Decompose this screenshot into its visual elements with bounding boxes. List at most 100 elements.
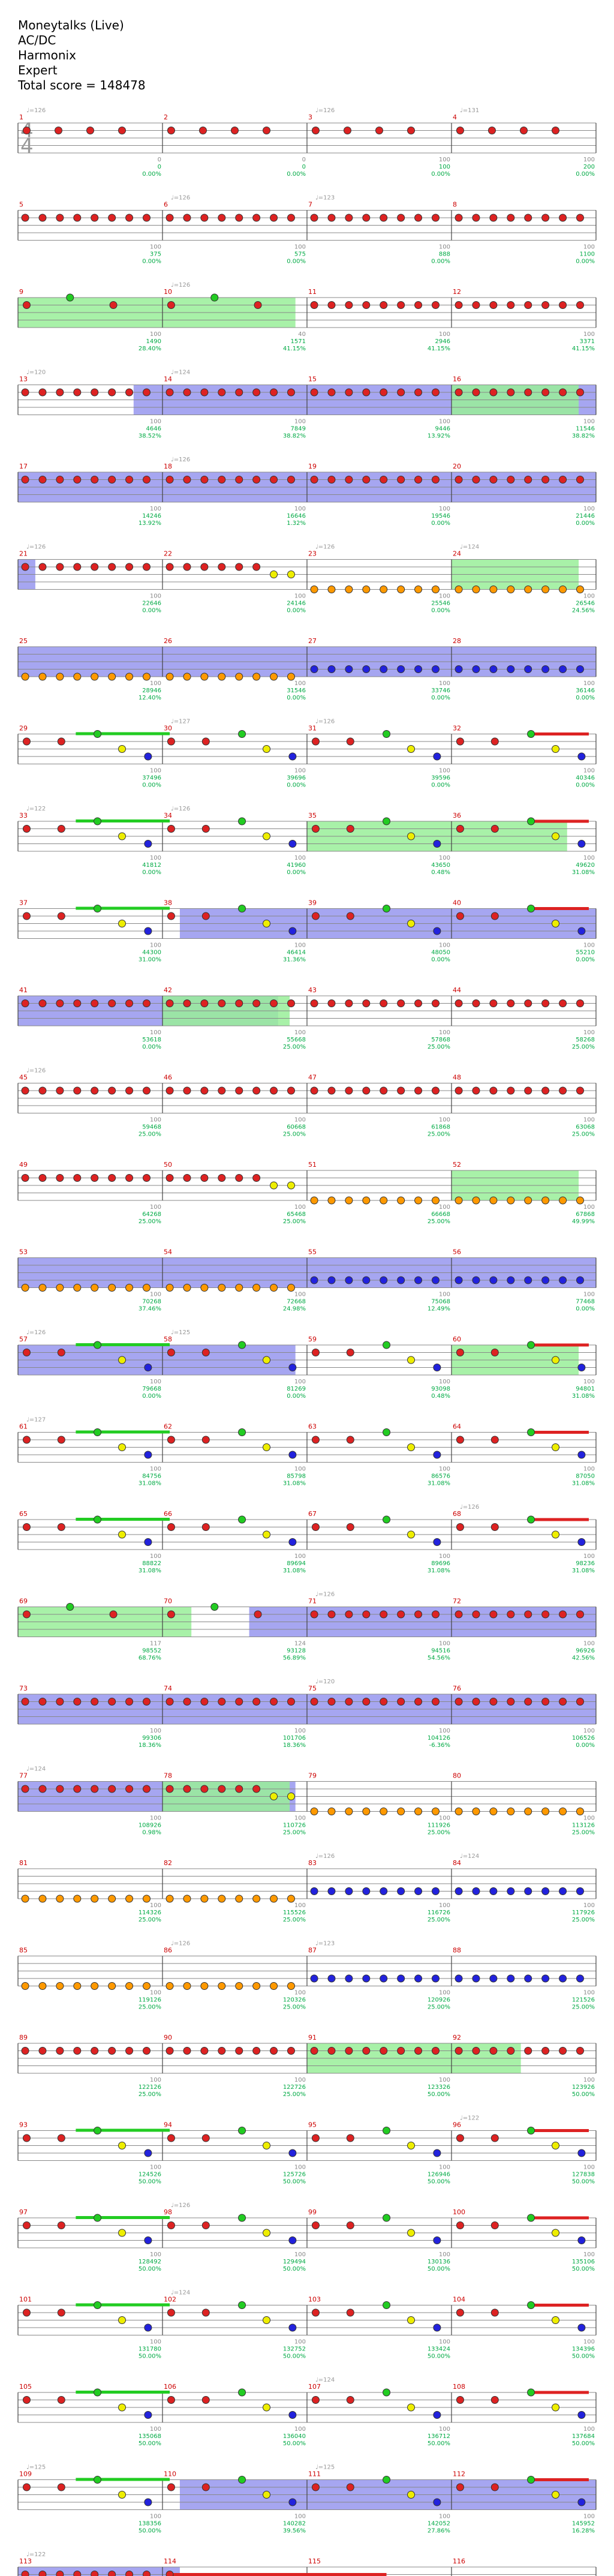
red-note bbox=[73, 2571, 82, 2576]
overdrive-percent: 25.00% bbox=[139, 2091, 161, 2098]
measure-base-score: 100 bbox=[583, 2514, 595, 2520]
red-note bbox=[165, 214, 174, 222]
red-note bbox=[57, 825, 65, 833]
orange-note bbox=[270, 1284, 278, 1292]
red-note bbox=[165, 563, 174, 571]
orange-note bbox=[183, 1895, 191, 1903]
orange-note bbox=[200, 672, 209, 681]
red-note bbox=[201, 737, 210, 746]
cumulative-score: 136040 bbox=[283, 2433, 306, 2440]
cumulative-score: 63068 bbox=[576, 1124, 595, 1131]
measure-number: 33 bbox=[19, 812, 28, 819]
tempo-marker: ♩=124 bbox=[171, 370, 190, 376]
chart-row bbox=[17, 1083, 597, 1113]
measure-number: 66 bbox=[164, 1510, 172, 1518]
red-note bbox=[57, 2483, 65, 2491]
cumulative-score: 22646 bbox=[142, 601, 161, 607]
blue-note bbox=[310, 1887, 318, 1895]
red-note bbox=[38, 1174, 47, 1182]
red-note bbox=[183, 1785, 191, 1793]
blue-note bbox=[431, 1887, 440, 1895]
orange-note bbox=[327, 1196, 336, 1205]
chart-row bbox=[17, 1607, 597, 1637]
red-note bbox=[86, 127, 94, 134]
measure-number: 36 bbox=[453, 812, 461, 819]
measure-base-score: 100 bbox=[294, 2164, 306, 2171]
red-note bbox=[22, 2396, 31, 2404]
measure-base-score: 100 bbox=[583, 855, 595, 861]
measure-base-score: 100 bbox=[583, 1990, 595, 1996]
measure-number: 35 bbox=[308, 812, 317, 819]
red-note bbox=[311, 2308, 320, 2317]
red-note bbox=[559, 999, 567, 1007]
measure-number: 115 bbox=[308, 2557, 321, 2565]
red-note bbox=[455, 476, 463, 484]
red-note bbox=[559, 476, 567, 484]
overdrive-percent: 25.00% bbox=[283, 1830, 306, 1836]
red-note bbox=[108, 1698, 116, 1706]
blue-note bbox=[362, 665, 371, 673]
orange-note bbox=[362, 1196, 371, 1205]
red-note bbox=[118, 127, 127, 134]
measure-base-score: 100 bbox=[294, 2426, 306, 2433]
yellow-note bbox=[118, 832, 127, 840]
orange-note bbox=[56, 1982, 64, 1990]
measure-number: 3 bbox=[308, 113, 312, 121]
red-note bbox=[38, 2571, 47, 2576]
difficulty-label: Expert bbox=[18, 63, 58, 77]
red-note bbox=[22, 912, 31, 920]
red-note bbox=[218, 1785, 226, 1793]
red-note bbox=[362, 1610, 371, 1619]
orange-note bbox=[108, 672, 116, 681]
red-note bbox=[397, 1698, 405, 1706]
orange-note bbox=[327, 586, 336, 593]
cumulative-score: 88822 bbox=[142, 1560, 161, 1567]
orange-note bbox=[200, 1895, 209, 1903]
cumulative-score: 122126 bbox=[139, 2084, 161, 2091]
measure-number: 1 bbox=[19, 113, 23, 121]
measure-base-score: 100 bbox=[294, 593, 306, 600]
measure-number: 8 bbox=[453, 201, 457, 209]
blue-note bbox=[288, 2411, 297, 2419]
overdrive-percent: 42.56% bbox=[572, 1655, 595, 1662]
measure-number: 86 bbox=[164, 1947, 172, 1954]
green-note bbox=[383, 1428, 391, 1436]
red-note bbox=[108, 563, 116, 571]
measure-base-score: 100 bbox=[583, 2426, 595, 2433]
orange-note bbox=[489, 1196, 498, 1205]
red-note bbox=[200, 1785, 209, 1793]
orange-note bbox=[218, 672, 226, 681]
blue-note bbox=[288, 2323, 297, 2332]
red-note bbox=[183, 476, 191, 484]
red-note bbox=[472, 388, 480, 397]
orange-note bbox=[414, 1196, 423, 1205]
measure-base-score: 40 bbox=[298, 331, 306, 338]
red-note bbox=[252, 1086, 261, 1095]
overdrive-percent: 50.00% bbox=[139, 2353, 161, 2360]
cumulative-score: 79668 bbox=[142, 1386, 161, 1392]
tempo-marker: ♩=124 bbox=[171, 2290, 190, 2296]
orange-note bbox=[125, 1895, 134, 1903]
cumulative-score: 1100 bbox=[580, 251, 595, 258]
red-note bbox=[507, 1698, 515, 1706]
tempo-marker: ♩=126 bbox=[26, 544, 46, 551]
cumulative-score: 46414 bbox=[287, 950, 306, 956]
measure-base-score: 100 bbox=[150, 1902, 161, 1909]
measure-number: 31 bbox=[308, 725, 317, 732]
red-note bbox=[287, 1086, 295, 1095]
blue-note bbox=[414, 665, 423, 673]
red-note bbox=[576, 476, 584, 484]
red-note bbox=[345, 214, 353, 222]
cumulative-score: 113126 bbox=[572, 1823, 595, 1829]
red-note bbox=[431, 214, 440, 222]
red-note bbox=[520, 127, 528, 134]
red-note bbox=[524, 1086, 532, 1095]
red-note bbox=[218, 1086, 226, 1095]
measure-base-score: 100 bbox=[439, 593, 450, 600]
red-note bbox=[201, 2134, 210, 2142]
blue-note bbox=[380, 1276, 388, 1284]
chart-row bbox=[17, 559, 597, 590]
blue-note bbox=[288, 2149, 297, 2157]
red-note bbox=[431, 1610, 440, 1619]
red-note bbox=[490, 825, 499, 833]
